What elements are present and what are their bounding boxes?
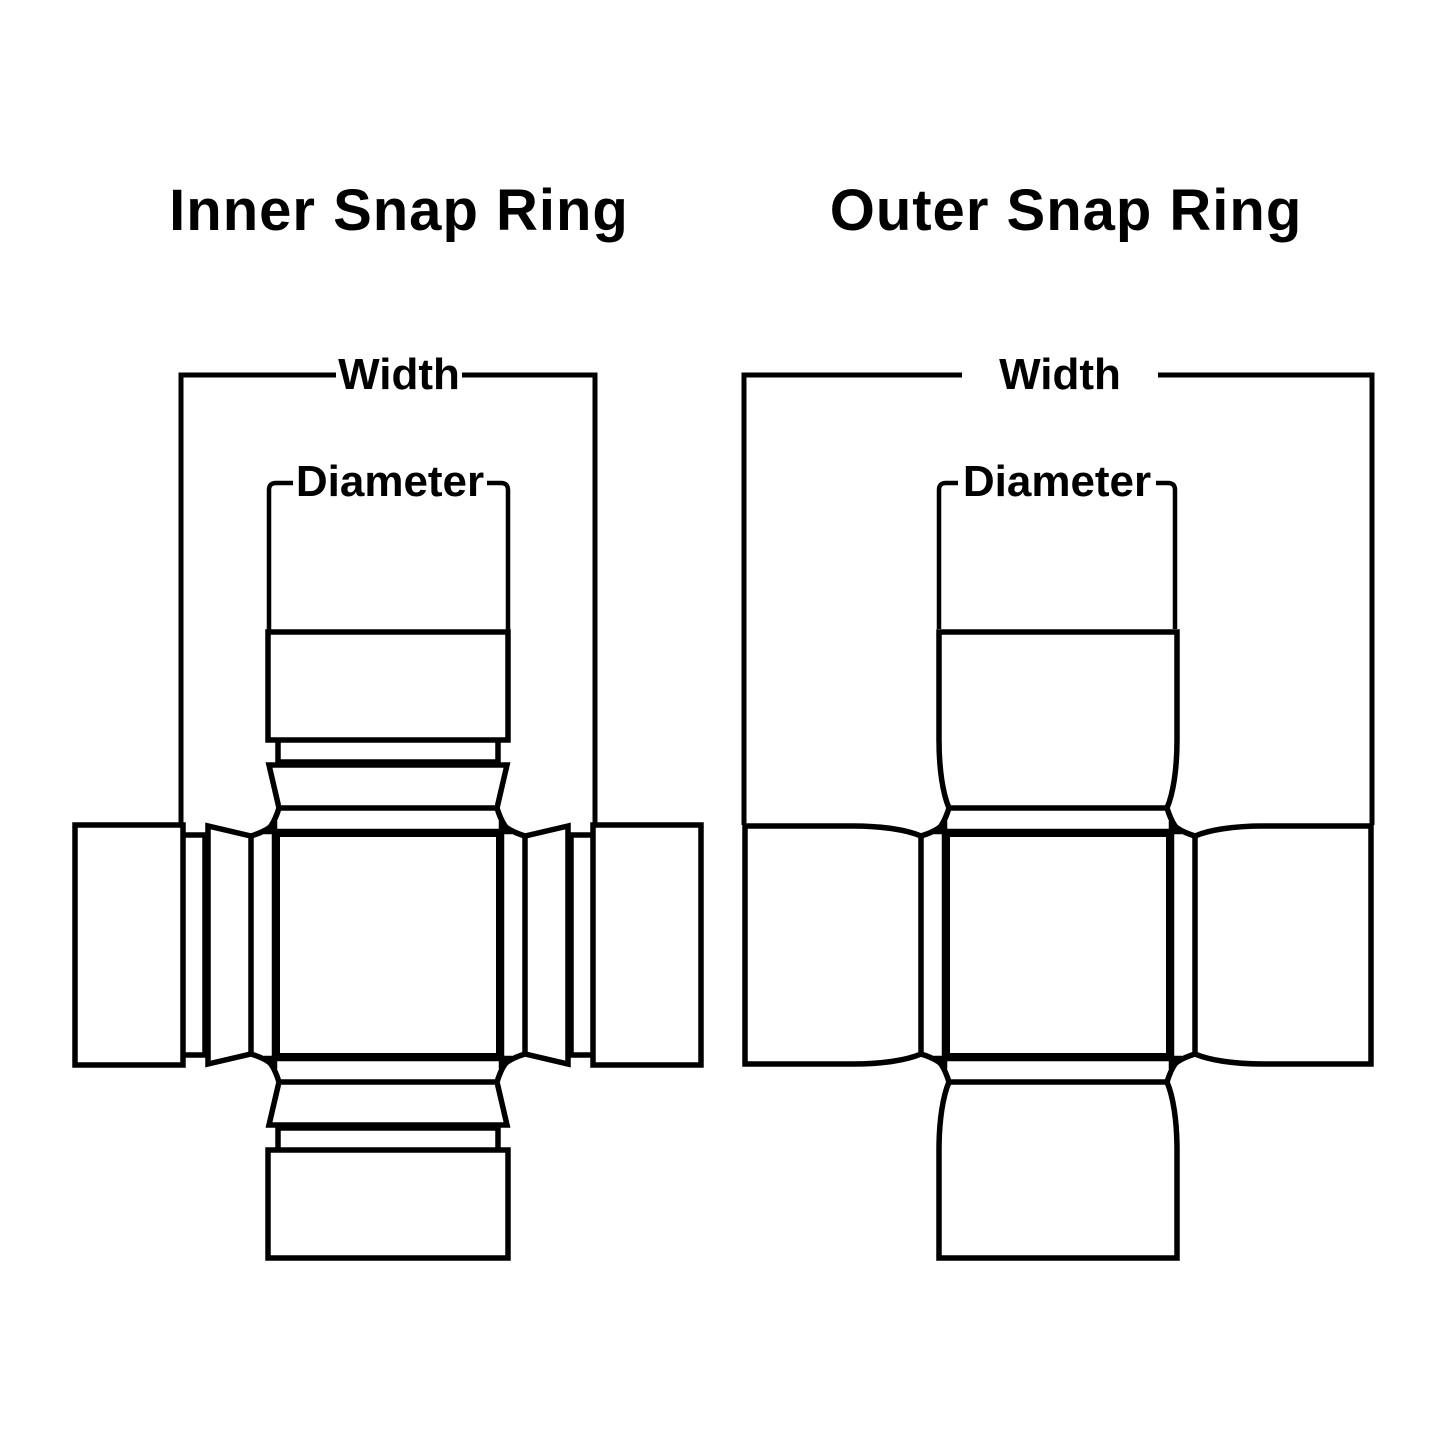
inner-arm-top bbox=[264, 632, 512, 832]
outer-cross-shapes bbox=[741, 372, 1375, 1258]
width-label: Width bbox=[999, 350, 1121, 399]
inner-arm-left bbox=[75, 821, 275, 1069]
outer-cross-assembly bbox=[745, 632, 1371, 1258]
diameter-dimension-line bbox=[266, 480, 511, 631]
diameter-label: Diameter bbox=[296, 457, 484, 506]
inner-cross-shapes bbox=[75, 372, 701, 1258]
outer-arm-right bbox=[1172, 821, 1372, 1069]
outer-diagram-labels: Outer Snap Ring Width Diameter bbox=[830, 178, 1303, 506]
diameter-label: Diameter bbox=[963, 457, 1151, 506]
diagram-title: Inner Snap Ring bbox=[169, 178, 629, 243]
outer-snap-ring-diagram: Outer Snap Ring Width Diameter bbox=[741, 178, 1375, 1258]
diagram-title: Outer Snap Ring bbox=[830, 178, 1303, 243]
inner-cross-assembly bbox=[75, 632, 701, 1258]
width-dimension-line bbox=[741, 372, 1375, 825]
inner-snap-ring-diagram: Inner Snap Ring Width Diameter bbox=[75, 178, 701, 1258]
cross-center-body bbox=[274, 831, 502, 1059]
width-label: Width bbox=[338, 350, 460, 399]
width-dimension-line bbox=[178, 372, 598, 825]
diameter-dimension-line bbox=[936, 480, 1178, 629]
inner-arm-bottom bbox=[264, 1059, 512, 1259]
inner-arm-right bbox=[502, 821, 702, 1069]
outer-arm-bottom bbox=[934, 1059, 1182, 1259]
inner-diagram-labels: Inner Snap Ring Width Diameter bbox=[169, 178, 629, 506]
cross-center-body bbox=[944, 831, 1172, 1059]
outer-arm-top bbox=[934, 632, 1182, 832]
outer-arm-left bbox=[745, 821, 945, 1069]
